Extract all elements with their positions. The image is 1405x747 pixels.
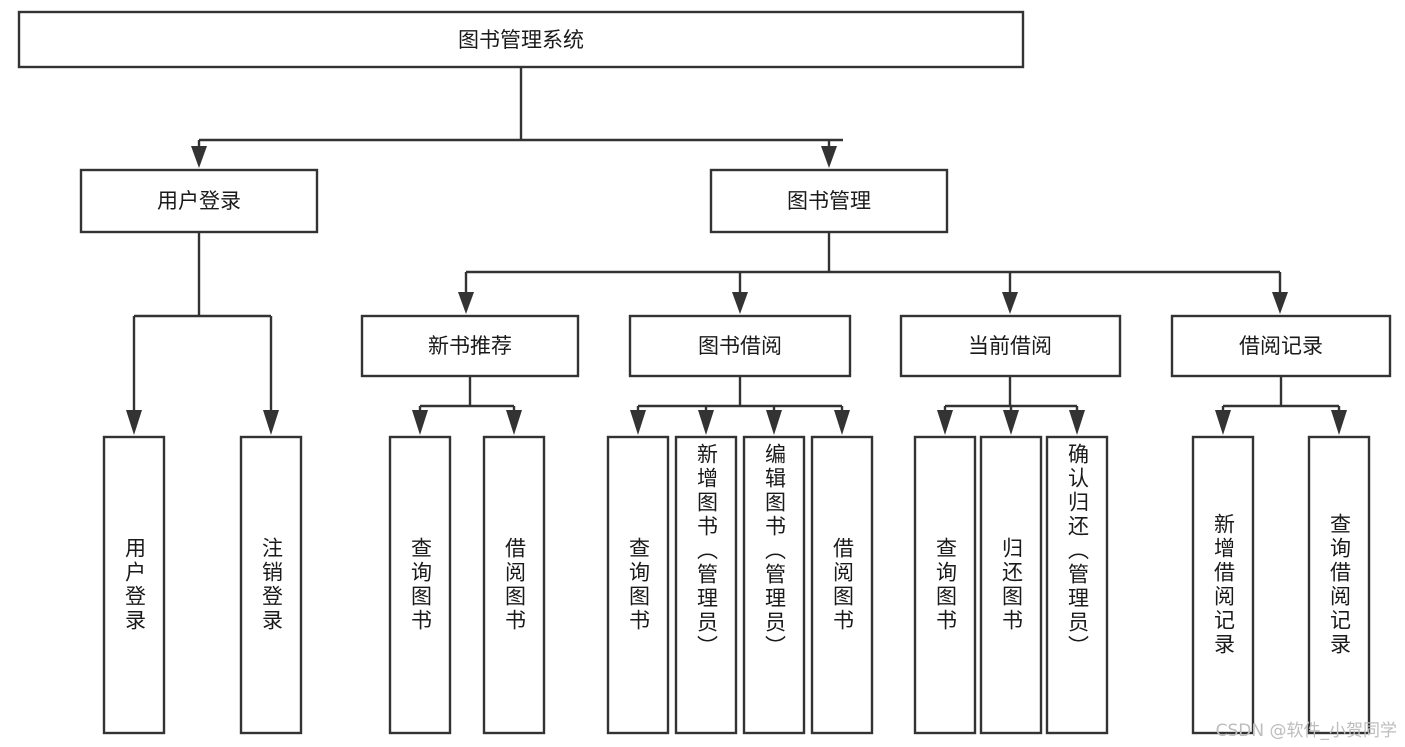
arrowhead-leaf-query-book-borrow [630,410,646,435]
leaf-confirm-return-box[interactable] [1045,435,1109,735]
leaf-user-logout-box[interactable] [239,435,303,735]
leaf-borrow-book-new-box[interactable] [482,435,546,735]
leaf-query-book-current-box[interactable] [913,435,977,735]
node-new-book-recommend-box[interactable] [360,314,580,378]
arrowhead-leaf-user-logout [263,410,279,435]
node-new-book-recommend-label: 新书推荐 [428,334,512,358]
arrowhead-borrow-record [1272,292,1288,314]
arrowhead-leaf-query-book-current [937,410,953,435]
node-layer: 图书管理系统 用户登录 图书管理 新书推荐 图书借阅 当前借阅 借阅记录 [17,10,1392,735]
arrowhead-user-login [191,146,207,168]
node-current-borrow-box[interactable] [899,314,1122,378]
arrowhead-leaf-borrow-book [834,410,850,435]
node-book-management-box[interactable] [709,168,949,234]
leaf-add-borrow-record-box[interactable] [1191,435,1255,735]
leaf-return-book-box[interactable] [979,435,1043,735]
arrowhead-leaf-return-book [1003,410,1019,435]
leaf-query-book-borrow-box[interactable] [606,435,670,735]
arrowhead-leaf-user-login [126,410,142,435]
leaf-query-book-new-box[interactable] [388,435,452,735]
node-book-borrow-box[interactable] [628,314,852,378]
arrowhead-leaf-borrow-book-new [506,410,522,435]
node-borrow-record-label: 借阅记录 [1239,334,1323,358]
arrowhead-current-borrow [1002,292,1018,314]
leaf-edit-book-box[interactable] [742,435,806,735]
leaf-add-book-box[interactable] [674,435,738,735]
arrowhead-new-book-recommend [458,292,474,314]
connector-layer [126,67,1347,435]
leaf-user-login-box[interactable] [102,435,166,735]
arrowhead-leaf-query-book-new [412,410,428,435]
node-user-login-box[interactable] [79,168,319,234]
node-book-management-label: 图书管理 [787,189,871,213]
arrowhead-leaf-confirm-return [1069,410,1085,435]
arrowhead-book-management [821,146,837,168]
leaf-query-borrow-record-box[interactable] [1307,435,1371,735]
node-root-label: 图书管理系统 [458,28,584,52]
node-root-box[interactable] [17,10,1025,69]
arrowhead-leaf-add-book [698,410,714,435]
arrowhead-leaf-edit-book [766,410,782,435]
arrowhead-book-borrow [732,292,748,314]
node-borrow-record-box[interactable] [1170,314,1392,378]
arrowhead-leaf-query-borrow-record [1331,410,1347,435]
node-user-login-label: 用户登录 [157,189,241,213]
leaf-borrow-book-box[interactable] [810,435,874,735]
arrowhead-leaf-add-borrow-record [1215,410,1231,435]
node-book-borrow-label: 图书借阅 [698,334,782,358]
node-current-borrow-label: 当前借阅 [968,334,1052,358]
